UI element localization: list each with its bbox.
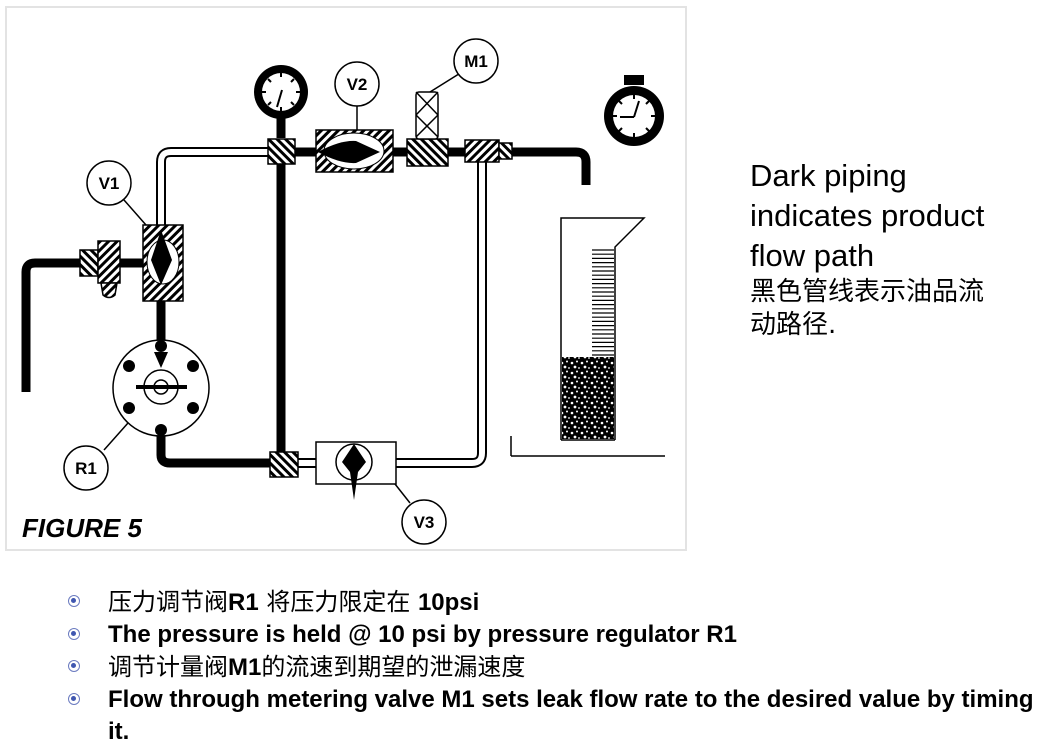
collected-liquid — [562, 357, 614, 439]
outlet-pipe — [512, 147, 591, 185]
pressure-regulator-r1 — [103, 339, 210, 451]
bullet-text: 的流速到期望的泄漏速度 — [261, 653, 526, 681]
caption-chinese-line-2: 动路径. — [750, 310, 837, 340]
caption-chinese-line-1: 黑色管线表示油品流 — [750, 277, 985, 307]
bullet-item: Flow through metering valve M1 sets leak… — [68, 684, 1055, 748]
inlet-pipe — [21, 258, 82, 392]
bullet-text: 调节计量阀 — [108, 653, 228, 681]
valve-v1 — [142, 224, 184, 302]
bullet-text: Flow through metering valve M1 sets leak… — [108, 686, 1034, 745]
bullet-text: 将压力限定在 — [258, 588, 418, 616]
tee-fitting-top — [267, 138, 296, 165]
bullet-text-bold: 10psi — [417, 589, 480, 616]
caption-english-line-1: Dark piping — [750, 158, 907, 193]
bullet-item: The pressure is held @ 10 psi by pressur… — [68, 619, 1055, 651]
stopwatch-icon — [604, 75, 664, 146]
bullet-text-bold: R1 — [228, 589, 259, 616]
label-m1-text: M1 — [464, 52, 488, 71]
v1-leader-line — [123, 199, 147, 226]
bullet-text: 压力调节阀 — [108, 588, 228, 616]
bullet-text-bold: M1 — [228, 654, 262, 681]
label-v1: V1 — [86, 160, 132, 206]
outlet-fitting — [464, 139, 513, 163]
tee-fitting-bottom — [269, 451, 299, 478]
label-v2: V2 — [334, 61, 380, 107]
bullet-list: 压力调节阀R1 将压力限定在 10psi The pressure is hel… — [68, 586, 1055, 748]
bullet-icon — [68, 693, 80, 705]
dark-piping — [21, 118, 591, 468]
label-r1-text: R1 — [75, 459, 97, 478]
caption-english-line-2: indicates product — [750, 198, 985, 233]
label-v3-text: V3 — [414, 513, 435, 532]
bullet-icon — [68, 595, 80, 607]
figure-title: FIGURE 5 — [22, 513, 142, 543]
inlet-filter — [79, 240, 121, 299]
label-r1: R1 — [63, 445, 109, 491]
pressure-gauge — [254, 65, 308, 119]
label-v1-text: V1 — [99, 174, 120, 193]
bullet-icon — [68, 660, 80, 672]
caption-english-line-3: flow path — [750, 238, 875, 273]
graduated-cylinder-icon — [510, 217, 665, 457]
valve-v2 — [315, 104, 394, 173]
label-v2-text: V2 — [347, 75, 368, 94]
bullet-item: 压力调节阀R1 将压力限定在 10psi — [68, 586, 1055, 619]
label-v3: V3 — [401, 499, 447, 545]
bullet-item: 调节计量阀M1的流速到期望的泄漏速度 — [68, 651, 1055, 684]
pipe-r1-to-tee — [156, 433, 272, 468]
valve-v3 — [315, 441, 411, 504]
flow-diagram: V1 V2 M1 R1 V3 — [21, 38, 665, 545]
caption: Dark piping indicates product flow path … — [750, 156, 1050, 342]
bullet-text: The pressure is held @ 10 psi by pressur… — [108, 621, 737, 648]
label-m1: M1 — [453, 38, 499, 84]
light-piping — [156, 147, 487, 468]
metering-valve-m1 — [406, 71, 463, 167]
bullet-icon — [68, 628, 80, 640]
